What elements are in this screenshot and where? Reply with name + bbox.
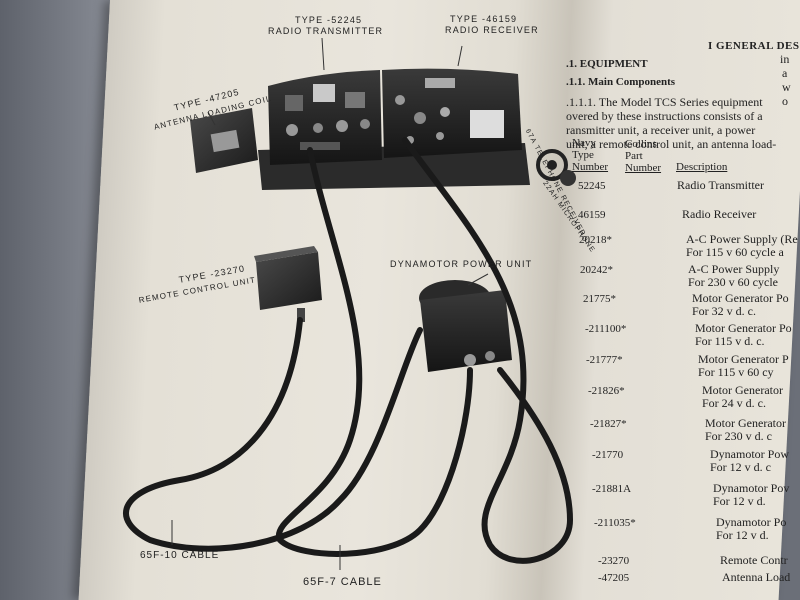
table-row-description: For 115 v 60 cy [698, 365, 774, 379]
table-row-number: -211100* [585, 323, 627, 335]
cable-65f-7-b [402, 137, 574, 564]
transmitter-type-label: TYPE -52245 [295, 15, 363, 25]
table-row-number: 20218* [579, 234, 612, 246]
table-row-description: Remote Contr [720, 553, 788, 567]
paragraph-line: overed by these instructions consists of… [566, 109, 763, 123]
table-row-description: Dynamotor Pow [710, 447, 789, 461]
table-row-number: -21777* [586, 354, 623, 366]
table-row-number: -21827* [590, 418, 627, 430]
table-row-number: 21775* [583, 293, 616, 305]
receiver-name-label: RADIO RECEIVER [445, 25, 539, 35]
col-header-collins-2: Part [625, 150, 643, 162]
table-row-description: For 230 v d. c [705, 429, 772, 443]
table-row-description: For 12 v d. [713, 494, 766, 508]
cable-65f-10-caption: 65F-10 CABLE [140, 550, 220, 561]
table-row-description: For 230 v 60 cycle [688, 275, 778, 289]
table-row-description: Radio Receiver [682, 207, 757, 221]
table-row-description: For 115 v 60 cycle a [686, 245, 784, 259]
equipment-heading: .1. EQUIPMENT [566, 58, 648, 70]
receiver-type-label: TYPE -46159 [450, 14, 518, 24]
cable-65f-10 [123, 317, 423, 552]
transmitter-name-label: RADIO TRANSMITTER [268, 26, 384, 36]
label-leader-lines [171, 37, 489, 570]
table-row-description: Motor Generator Po [695, 321, 792, 335]
remote-control-unit [254, 246, 322, 322]
dynamotor-power-unit [419, 280, 512, 372]
cables [123, 137, 574, 564]
table-row-number: 46159 [578, 209, 606, 221]
table-row-description: For 32 v d. c. [692, 304, 756, 318]
table-row-description: Motor Generator [705, 416, 786, 430]
table-row-number: -23270 [598, 555, 630, 567]
table-row-number: 52245 [578, 180, 606, 192]
paragraph-line: ransmitter unit, a receiver unit, a powe… [566, 123, 756, 137]
table-row-number: -47205 [598, 572, 630, 584]
table-row-description: For 115 v d. c. [695, 334, 765, 348]
col-header-collins-3: Number [625, 162, 662, 174]
right-margin-fragment: a [782, 66, 788, 80]
table-row-description: Motor Generator P [698, 352, 789, 366]
table-row-number: -21826* [588, 385, 625, 397]
radio-receiver-unit [382, 68, 522, 158]
table-row-description: Antenna Load [722, 570, 791, 584]
dynamotor-label: DYNAMOTOR POWER UNIT [390, 259, 533, 269]
col-header-collins-1: Collins [625, 138, 657, 150]
table-row-description: For 24 v d. c. [702, 396, 766, 410]
right-margin-fragment: o [782, 94, 788, 108]
paragraph-line: .1.1.1. The Model TCS Series equipment [566, 95, 763, 109]
section-header: I GENERAL DES [708, 40, 800, 52]
table-row-description: Radio Transmitter [677, 178, 765, 192]
table-row-description: Dynamotor Po [716, 515, 787, 529]
cable-65f-7-a [275, 147, 473, 557]
table-row-number: -211035* [594, 517, 636, 529]
radio-transmitter-unit [268, 70, 382, 165]
main-components-heading: .1.1. Main Components [566, 76, 676, 88]
col-header-navy-2: Type [572, 149, 594, 161]
table-row-number: -21881A [592, 483, 632, 495]
col-header-navy-3: Number [572, 161, 609, 173]
table-row-description: For 12 v d. [716, 528, 769, 542]
table-row-number: -21770 [592, 449, 624, 461]
telephone-receiver-and-microphone [536, 149, 576, 186]
table-row-description: Dynamotor Pov [713, 481, 790, 495]
table-row-description: A-C Power Supply [688, 262, 780, 276]
right-margin-fragment: w [782, 80, 791, 94]
col-header-navy-1: Navy [572, 137, 596, 149]
antenna-loading-coil [190, 108, 258, 173]
col-header-description: Description [676, 161, 728, 173]
right-margin-fragment: in [780, 52, 790, 66]
table-row-description: Motor Generator [702, 383, 783, 397]
table-row-description: Motor Generator Po [692, 291, 789, 305]
cable-65f-7-caption: 65F-7 CABLE [303, 576, 382, 588]
paragraph-line: unit, a remote control unit, an antenna … [566, 137, 777, 151]
table-row-description: For 12 v d. c [710, 460, 771, 474]
table-row-description: A-C Power Supply (Re [686, 232, 798, 246]
table-row-number: 20242* [580, 264, 613, 276]
